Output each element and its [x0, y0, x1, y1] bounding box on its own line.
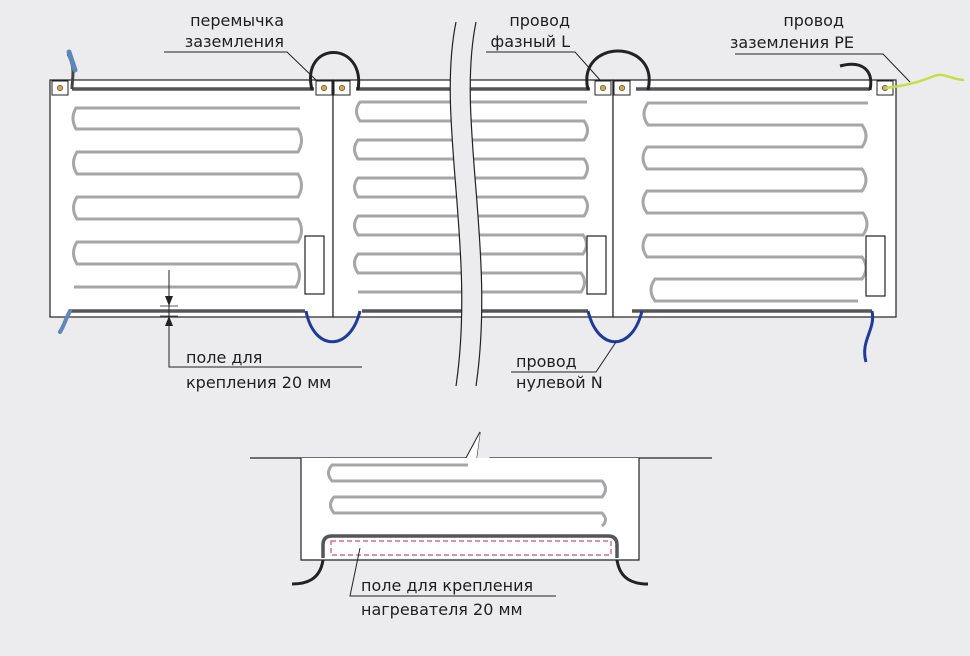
detail-label-line2: нагревателя 20 мм	[361, 600, 523, 619]
field-label-line2: крепления 20 мм	[186, 373, 331, 392]
neutral-label-line1: провод	[516, 352, 577, 371]
neutral-leader-line	[511, 341, 617, 373]
dimension-arrow-icon	[165, 296, 173, 306]
detail-heating-coil	[327, 463, 607, 528]
leader-lines	[164, 51, 911, 373]
left-bottom-lead-wire	[58, 309, 72, 334]
phase-label-line2: фазный L	[491, 32, 571, 51]
neutral-label-line2: нулевой N	[516, 373, 603, 392]
detail-right-wire	[615, 559, 649, 586]
left-top-lead-sheath	[66, 49, 78, 73]
panel-1-label-window	[304, 235, 325, 295]
panel-2-break-line-right	[469, 21, 483, 387]
terminals	[51, 80, 894, 96]
heater-panel-2	[332, 21, 614, 387]
pe-wire	[884, 73, 965, 90]
right-neutral-lead-wire	[863, 310, 875, 363]
wires	[58, 49, 965, 363]
detail-busbar	[321, 534, 619, 558]
panel-3-label-window	[865, 235, 886, 297]
detail-label-line1: поле для крепления	[361, 576, 533, 595]
heater-panel-1	[49, 79, 334, 318]
panel-2-break-band	[450, 22, 482, 386]
phase-leader-line	[486, 51, 601, 81]
jumper-label-line2: заземления	[185, 32, 284, 51]
screw-terminal-icon	[51, 80, 69, 96]
panel-2-label-window	[586, 235, 607, 295]
field-label-line1: поле для	[186, 348, 262, 367]
fixing-margin-dimension	[160, 270, 178, 352]
detail-fixing-zone	[330, 540, 612, 556]
phase-label-line1: провод	[509, 11, 570, 30]
upper-labels: перемычка заземления провод фазный L про…	[185, 11, 854, 392]
jumper-leader-line	[164, 51, 317, 81]
detail-break-mask	[466, 433, 490, 476]
jumper-label-line1: перемычка	[190, 11, 284, 30]
screw-terminal-icon	[333, 80, 351, 96]
power-lead-wire	[839, 62, 873, 91]
phase-wire-loop	[585, 49, 651, 91]
panel-1-heating-coil	[71, 106, 303, 289]
pe-leader-line	[735, 53, 911, 83]
detail-left-wire	[291, 559, 325, 586]
neutral-jumper-wire	[304, 310, 362, 343]
field-leader-line	[168, 352, 362, 368]
panel-2-break-line-left	[449, 21, 463, 387]
detail-plate-outline	[300, 458, 640, 561]
screw-terminal-icon	[594, 80, 612, 96]
neutral-wire-loop	[586, 310, 644, 343]
pe-label-line2: заземления PE	[730, 33, 854, 52]
heater-panel-3	[612, 79, 897, 318]
screw-terminal-icon	[315, 80, 333, 96]
pe-label-line1: провод	[783, 11, 844, 30]
heater-panels-assembly: перемычка заземления провод фазный L про…	[49, 11, 965, 392]
screw-terminal-icon	[613, 80, 631, 96]
panel-3-plate	[612, 79, 897, 318]
detail-leader-line	[349, 547, 556, 597]
dimension-arrow-icon	[165, 316, 173, 326]
fixing-field-detail: поле для крепления нагревателя 20 мм	[250, 431, 712, 619]
